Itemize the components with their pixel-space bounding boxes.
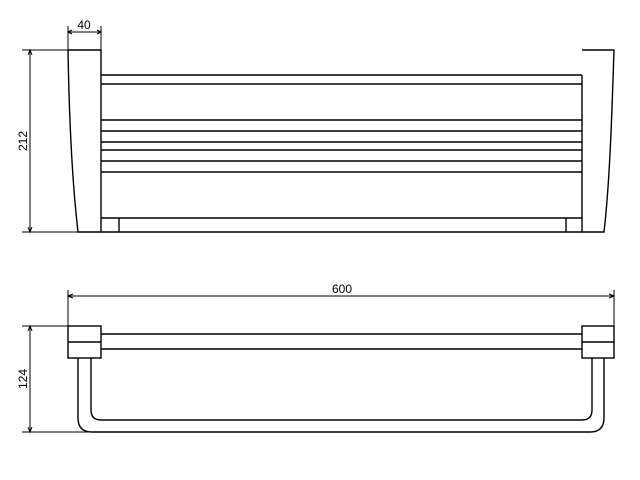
dimension-124: 124 xyxy=(16,324,92,434)
top-view: 40 212 xyxy=(16,18,615,234)
top-view-left-bracket xyxy=(67,49,102,233)
dimension-600: 600 xyxy=(66,282,616,326)
front-view-towel-rail-inner xyxy=(90,358,593,421)
dimension-212-label: 212 xyxy=(16,131,30,151)
front-view-towel-rail xyxy=(77,358,605,433)
dimension-124-label: 124 xyxy=(16,369,30,389)
dimension-40-label: 40 xyxy=(77,18,91,32)
top-view-shelf-bars xyxy=(101,83,582,173)
top-view-right-bracket xyxy=(581,49,615,233)
top-view-lower-rail xyxy=(101,218,582,233)
front-view-shelf xyxy=(101,333,582,350)
top-view-shelf-outline xyxy=(101,74,582,219)
dimension-212: 212 xyxy=(16,48,78,234)
dimension-600-label: 600 xyxy=(332,282,352,296)
dimension-40: 40 xyxy=(66,18,103,50)
front-view: 600 124 xyxy=(16,282,616,434)
